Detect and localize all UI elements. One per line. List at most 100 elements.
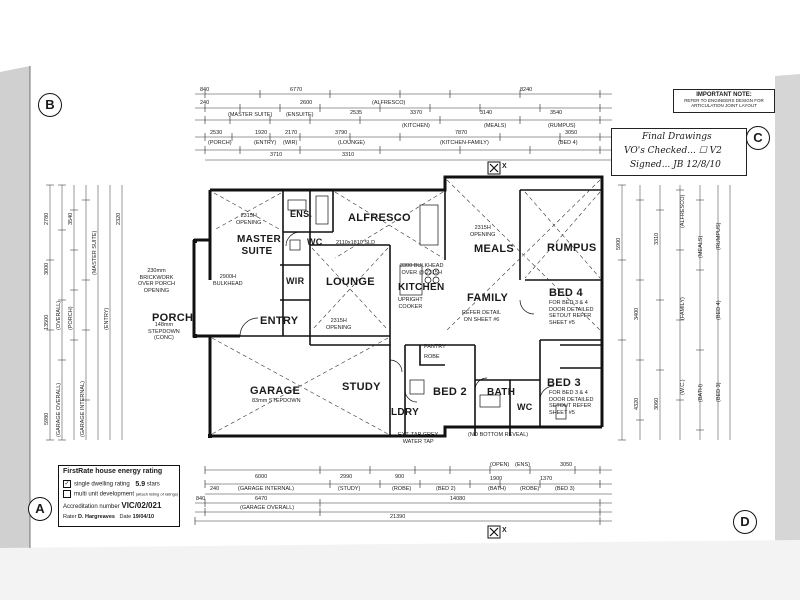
dim-bottom: (OPEN): [490, 462, 510, 468]
dim-bottom: 3050: [560, 462, 573, 468]
dim-right: (MEALS): [698, 235, 704, 258]
dim-top: (LOUNGE): [338, 140, 365, 146]
dim-top: (ENTRY): [254, 140, 277, 146]
dim-bottom: (GARAGE INTERNAL): [238, 486, 294, 492]
dim-top: 240: [200, 100, 210, 106]
dim-left: 3540: [68, 212, 74, 225]
note-bed-3-door: FOR BED 3 & 4 DOOR DETAILED SETOUT REFER…: [549, 390, 594, 416]
section-marker-a: A: [28, 497, 52, 521]
dim-bottom: 240: [210, 486, 220, 492]
energy-rating-title: FirstRate house energy rating: [63, 468, 163, 475]
note-bulkhead: 2900H BULKHEAD: [213, 274, 243, 287]
final-drawings-stamp: Final Drawings VO's Checked... ☐ V2 Sign…: [611, 128, 747, 176]
room-label-porch: PORCH: [152, 312, 194, 324]
dim-left: (GARAGE OVERALL): [56, 382, 62, 437]
room-label-meals: MEALS: [474, 243, 514, 255]
dim-right: 4320: [634, 397, 640, 410]
note-external-tap: EXT. TAP GREY WATER TAP: [398, 432, 439, 445]
dim-left: 2320: [116, 212, 122, 225]
energy-rating-box: FirstRate house energy rating ✓single dw…: [58, 465, 180, 527]
room-label-bath: BATH: [487, 387, 516, 398]
dim-top: (WIR): [283, 140, 298, 146]
note-master-opening: 2315H OPENING: [236, 213, 262, 226]
dim-top: 3310: [342, 152, 355, 158]
note-bed-4-door: FOR BED 3 & 4 DOOR DETAILED SETOUT REFER…: [549, 300, 594, 326]
dim-top: (PORCH): [208, 140, 232, 146]
multi-unit-checkbox-icon: [63, 490, 71, 498]
room-label-alfresco: ALFRESCO: [348, 212, 411, 224]
dim-top: 1920: [255, 130, 268, 136]
stamp-line-signed: Signed... JB 12/8/10: [630, 160, 721, 170]
dim-right: (BED 4): [716, 300, 722, 320]
energy-accreditation-row: Accreditation number VIC/02/021: [63, 501, 162, 510]
dim-top: (BED 4): [558, 140, 578, 146]
dim-right: (W.C.): [680, 379, 686, 395]
note-family-refer: REFER DETAIL ON SHEET #6: [462, 310, 502, 323]
dim-right: 3400: [634, 307, 640, 320]
dim-right: (BED 3): [716, 382, 722, 402]
dim-top: 840: [200, 87, 210, 93]
dim-top: 2530: [210, 130, 223, 136]
dim-right: (RUMPUS): [716, 222, 722, 251]
dim-bottom: (BED 2): [436, 486, 456, 492]
dim-bottom: 6000: [255, 474, 268, 480]
dim-top: (ALFRESCO): [372, 100, 406, 106]
room-label-study: STUDY: [342, 381, 381, 393]
single-dwelling-checkbox-icon: ✓: [63, 480, 71, 488]
dim-left: (MASTER SUITE): [92, 230, 98, 275]
energy-multi-unit-row: multi unit development (attach listing o…: [63, 490, 178, 498]
room-label-ensuite: ENS.: [290, 209, 313, 219]
note-no-bottom-reveal: (NO BOTTOM REVEAL): [468, 432, 529, 438]
dim-bottom: 14080: [450, 496, 466, 502]
note-garage-stepdown: 83mm STEPDOWN: [252, 398, 301, 404]
room-label-kitchen: KITCHEN: [398, 282, 445, 293]
dim-top: 3050: [565, 130, 578, 136]
dim-top: (KITCHEN): [402, 123, 430, 129]
room-label-laundry: LDRY: [391, 407, 420, 418]
dim-bottom: (ROBE): [520, 486, 540, 492]
dim-top: 8240: [520, 87, 533, 93]
important-note-heading: IMPORTANT NOTE:: [696, 92, 752, 98]
dim-left: (OVERALL): [56, 300, 62, 330]
dim-left: 5980: [44, 412, 50, 425]
marker-x-bottom: X: [502, 527, 507, 534]
dim-top: 2600: [300, 100, 313, 106]
stamp-line-title: Final Drawings: [642, 132, 712, 142]
dim-left: 2780: [44, 212, 50, 225]
note-kitchen-bulkhead: 3300 BULKHEAD OVER @ 2315H: [400, 263, 444, 276]
stamp-line-vos-checked: VO's Checked... ☐ V2: [624, 146, 722, 156]
section-marker-d: D: [733, 510, 757, 534]
dim-top: 2170: [285, 130, 298, 136]
dim-bottom: (BATH): [488, 486, 506, 492]
important-note-body: REFER TO ENGINEERS DESIGN FOR ARTICULATI…: [684, 98, 764, 108]
dim-top: 3790: [335, 130, 348, 136]
note-sliding-door: 2110x1810 SLD: [336, 240, 376, 246]
room-label-garage: GARAGE: [250, 385, 301, 397]
note-upright-cooker: UPRIGHT COOKER: [398, 297, 423, 310]
room-label-wir: WIR: [286, 276, 305, 286]
dim-right: (FAMILY): [680, 297, 686, 320]
dim-bottom: 1900: [490, 476, 503, 482]
dim-left: (GARAGE INTERNAL): [80, 381, 86, 437]
dim-right: 5900: [616, 237, 622, 250]
dim-bottom: (ENS): [515, 462, 530, 468]
note-pantry: PANTRY: [424, 344, 446, 350]
dim-left: 3000: [44, 262, 50, 275]
dim-bottom: (GARAGE OVERALL): [240, 505, 295, 511]
note-porch-brickwork: 230mm BRICKWORK OVER PORCH OPENING: [138, 268, 175, 294]
dim-bottom: 1370: [540, 476, 553, 482]
dim-left: (ENTRY): [104, 307, 110, 330]
dim-top: 3540: [550, 110, 563, 116]
room-label-entry: ENTRY: [260, 315, 299, 327]
dim-bottom: (STUDY): [338, 486, 361, 492]
room-label-wc-1: WC: [307, 237, 323, 247]
room-label-bed-3: BED 3: [547, 377, 581, 389]
note-meals-opening: 2315H OPENING: [470, 225, 496, 238]
section-marker-c: C: [746, 126, 770, 150]
dim-top: 3710: [270, 152, 283, 158]
room-label-rumpus: RUMPUS: [547, 242, 597, 254]
note-robe: ROBE: [424, 354, 440, 360]
dim-top: (MEALS): [484, 123, 507, 129]
dim-bottom: (ROBE): [392, 486, 412, 492]
